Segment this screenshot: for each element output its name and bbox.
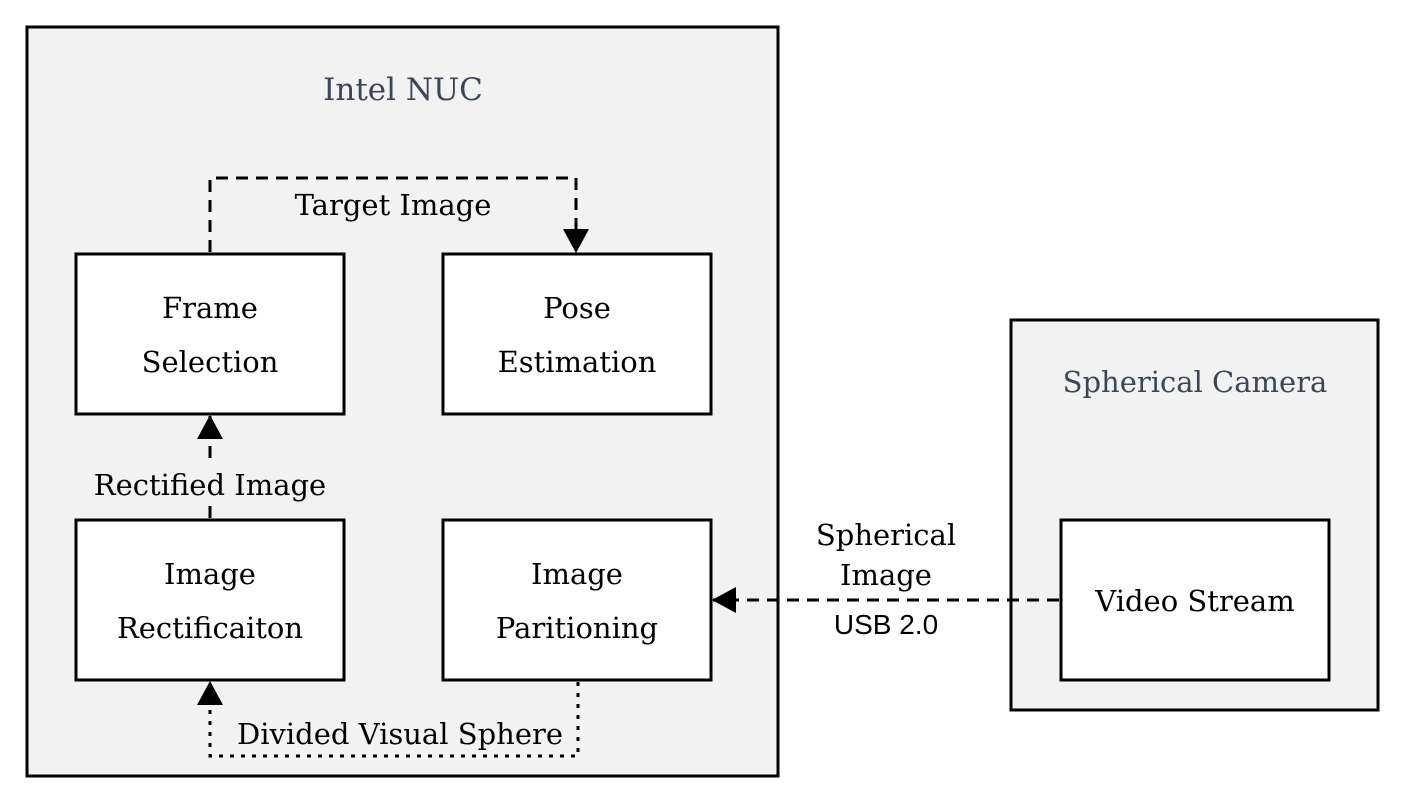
image-rectification-box bbox=[74, 518, 346, 682]
rectified-image-edge: Rectified Image bbox=[82, 415, 338, 518]
video-stream-box bbox=[1059, 518, 1331, 682]
divided-visual-sphere-label: Divided Visual Sphere bbox=[237, 717, 563, 751]
image-rectification-block: Image Rectificaiton bbox=[74, 518, 346, 682]
divided-visual-sphere-arrow bbox=[197, 681, 580, 758]
image-partitioning-label-line2: Paritioning bbox=[496, 611, 658, 645]
frame-selection-block: Frame Selection bbox=[74, 252, 346, 416]
spherical-image-label-line1: Spherical bbox=[816, 518, 956, 552]
divided-visual-sphere-edge: Divided Visual Sphere bbox=[197, 681, 580, 758]
spherical-image-label-line2: Image bbox=[840, 558, 932, 592]
image-rectification-label-line1: Image bbox=[164, 557, 256, 591]
pose-estimation-box bbox=[441, 252, 713, 416]
pose-estimation-label-line2: Estimation bbox=[498, 345, 657, 379]
target-image-edge: Target Image bbox=[208, 176, 589, 253]
rectified-image-label-bg bbox=[82, 461, 338, 505]
video-stream-label: Video Stream bbox=[1094, 584, 1294, 618]
image-partitioning-label-line1: Image bbox=[531, 557, 623, 591]
frame-selection-box bbox=[74, 252, 346, 416]
image-rectification-label-line2: Rectificaiton bbox=[117, 611, 303, 645]
image-partitioning-block: Image Paritioning bbox=[441, 518, 713, 682]
frame-selection-label-line1: Frame bbox=[162, 291, 258, 325]
pose-estimation-label-line1: Pose bbox=[543, 291, 611, 325]
usb-label-bg bbox=[818, 604, 954, 642]
video-stream-block: Video Stream bbox=[1059, 518, 1331, 682]
image-partitioning-box bbox=[441, 518, 713, 682]
target-image-label: Target Image bbox=[295, 188, 492, 222]
divided-visual-sphere-label-bg bbox=[224, 714, 576, 750]
frame-selection-label-line2: Selection bbox=[142, 345, 279, 379]
pose-estimation-block: Pose Estimation bbox=[441, 252, 713, 416]
spherical-camera-title: Spherical Camera bbox=[1063, 365, 1328, 399]
intel-nuc-title: Intel NUC bbox=[323, 72, 483, 108]
usb-label: USB 2.0 bbox=[834, 609, 938, 640]
rectified-image-label: Rectified Image bbox=[94, 468, 326, 502]
spherical-image-edge: Spherical Image USB 2.0 bbox=[712, 518, 1059, 642]
